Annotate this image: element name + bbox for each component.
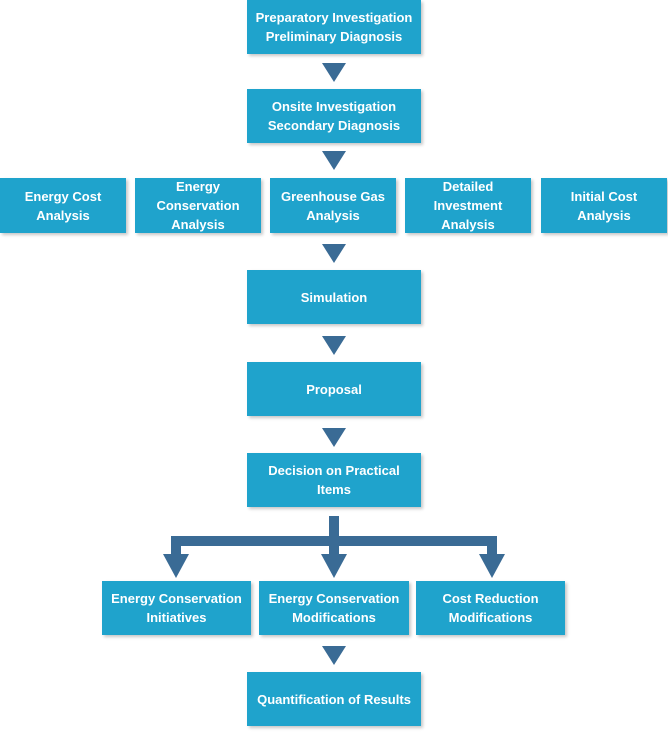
branch-mid-stem	[329, 536, 339, 556]
outcome-cost-reduction-modifications: Cost Reduction Modifications	[416, 581, 565, 635]
arrow-down-6	[322, 646, 346, 665]
step-simulation: Simulation	[247, 270, 421, 324]
branch-stem	[329, 516, 339, 544]
step-onsite-investigation: Onsite Investigation Secondary Diagnosis	[247, 89, 421, 143]
outcome-energy-conservation-modifications: Energy Conservation Modifications	[259, 581, 409, 635]
arrow-branch-right	[479, 554, 505, 578]
analysis-label: Initial Cost Analysis	[570, 188, 638, 223]
step-proposal: Proposal	[247, 362, 421, 416]
analysis-energy-cost: Energy Cost Analysis	[0, 178, 126, 233]
arrow-down-2	[322, 151, 346, 170]
arrow-down-1	[322, 63, 346, 82]
analysis-energy-conservation: Energy Conservation Analysis	[135, 178, 261, 233]
analysis-greenhouse-gas: Greenhouse Gas Analysis	[270, 178, 396, 233]
arrow-down-4	[322, 336, 346, 355]
outcome-label: Cost Reduction Modifications	[442, 591, 539, 625]
analysis-label: Greenhouse Gas Analysis	[280, 188, 386, 223]
step-label: Quantification of Results	[257, 691, 411, 707]
step-label: Simulation	[300, 289, 368, 305]
arrow-branch-left	[163, 554, 189, 578]
outcome-label: Energy Conservation Modifications	[268, 591, 400, 625]
outcome-label: Energy Conservation Initiatives	[111, 591, 242, 625]
analysis-label: Detailed Investment Analysis	[433, 179, 503, 232]
branch-right-stem	[487, 536, 497, 556]
analysis-label: Energy Cost Analysis	[24, 188, 102, 223]
arrow-down-3	[322, 244, 346, 263]
step-label: Onsite Investigation Secondary Diagnosis	[267, 99, 401, 133]
step-label: Proposal	[306, 381, 362, 397]
analysis-initial-cost: Initial Cost Analysis	[541, 178, 667, 233]
step-label: Preparatory Investigation Preliminary Di…	[255, 10, 413, 44]
branch-left-stem	[171, 536, 181, 556]
step-quantification: Quantification of Results	[247, 672, 421, 726]
step-preparatory-investigation: Preparatory Investigation Preliminary Di…	[247, 0, 421, 54]
arrow-branch-mid	[321, 554, 347, 578]
analysis-detailed-investment: Detailed Investment Analysis	[405, 178, 531, 233]
outcome-energy-conservation-initiatives: Energy Conservation Initiatives	[102, 581, 251, 635]
analysis-label: Energy Conservation Analysis	[156, 179, 240, 232]
step-label: Decision on Practical Items	[268, 463, 400, 497]
arrow-down-5	[322, 428, 346, 447]
step-decision: Decision on Practical Items	[247, 453, 421, 507]
